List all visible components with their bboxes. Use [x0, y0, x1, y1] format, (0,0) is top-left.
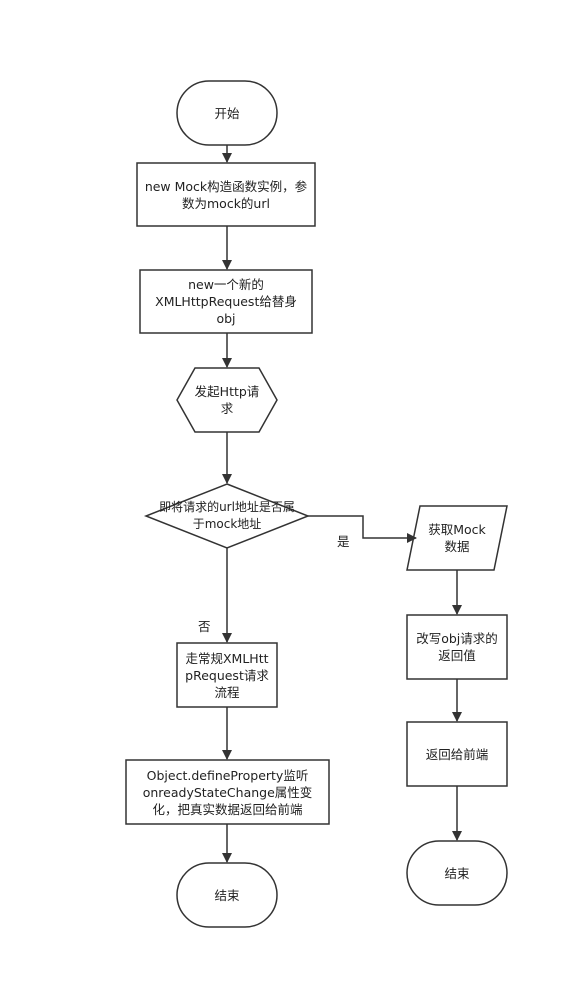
- rewrite-obj-label: 改写obj请求的返回值: [416, 631, 498, 663]
- normal-flow-process-shape: [176, 642, 278, 708]
- end-left-label: 结束: [214, 887, 240, 903]
- rewrite-obj-process-shape: [406, 614, 508, 680]
- decision-label: 即将请求的url地址是否属于mock地址: [159, 500, 295, 531]
- mock-ctor-process-shape: [136, 162, 316, 227]
- get-mock-label: 获取Mock数据: [428, 522, 486, 554]
- return-front-label: 返回给前端: [425, 746, 489, 762]
- send-http-label: 发起Http请求: [194, 384, 260, 416]
- edge-decision-to-get-mock: [308, 515, 417, 543]
- end-right-terminal-shape: [406, 840, 508, 906]
- edge-label-no: 否: [198, 619, 211, 634]
- mock-ctor-label: new Mock构造函数实例，参数为mock的url: [144, 178, 308, 211]
- send-http-hexagon-shape: [176, 367, 278, 433]
- define-prop-label: Object.defineProperty监听onreadyStateChang…: [142, 767, 313, 817]
- end-right-label: 结束: [444, 865, 470, 881]
- new-xhr-label: new一个新的XMLHttpRequest给替身obj: [155, 277, 297, 326]
- start-label: 开始: [214, 105, 240, 121]
- define-prop-process-shape: [125, 759, 330, 825]
- return-front-process-shape: [406, 721, 508, 787]
- normal-flow-label: 走常规XMLHttpRequest请求流程: [185, 650, 269, 700]
- end-left-terminal-shape: [176, 862, 278, 928]
- edge-label-yes: 是: [337, 534, 350, 549]
- get-mock-parallelogram-shape: [406, 505, 508, 571]
- new-xhr-process-shape: [139, 269, 313, 334]
